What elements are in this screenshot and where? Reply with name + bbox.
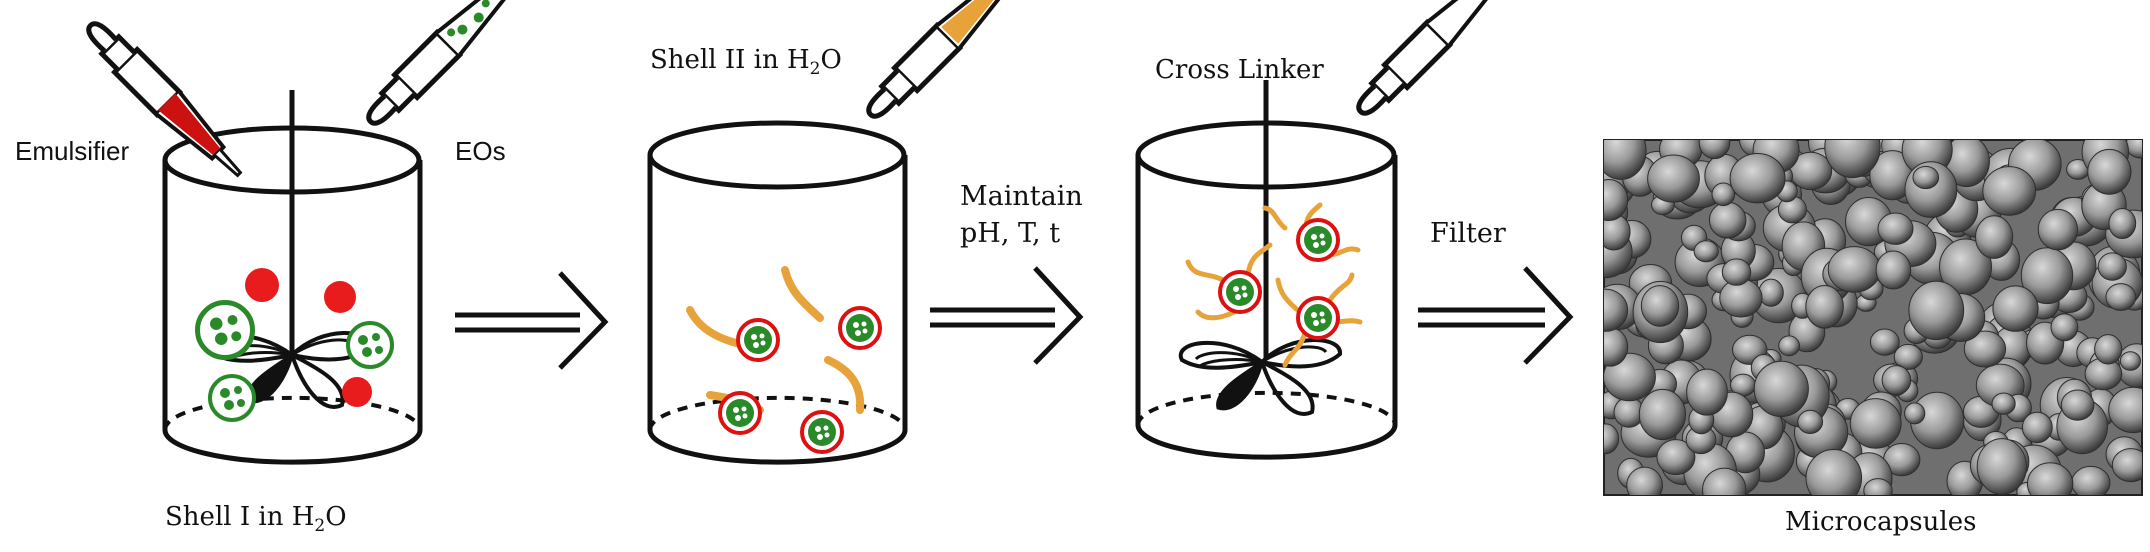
microcapsule [2097,252,2127,281]
beaker-shell-2 [647,120,908,465]
microcapsule [1604,423,1620,455]
microcapsule [2108,386,2142,434]
impeller-3 [1178,337,1343,416]
microcapsules-sem-image [1603,139,2143,496]
microcapsule [1647,154,1700,203]
microcapsule [2050,313,2079,342]
dropper-icon [1349,0,1520,123]
microcapsule [2108,208,2137,239]
microcapsule [1904,402,1926,425]
label-filter: Filter [1430,218,1506,249]
microcapsule [1604,140,1647,180]
microcapsule [1729,153,1786,204]
microcapsule [1604,327,1629,367]
dropper-icon [79,14,250,185]
label-shell-2: Shell II in H2O [650,45,842,79]
microcapsule [1708,201,1747,239]
microcapsule [1869,328,1900,356]
microcapsule [1656,439,1696,476]
microcapsule [1638,388,1687,441]
label-emulsifier: Emulsifier [15,136,129,166]
microcapsule [1875,250,1912,290]
microcapsule [1758,278,1784,307]
microcapsule [1686,368,1728,416]
microcapsule [2087,148,2132,195]
microcapsule [1702,467,1747,495]
microcapsule [1640,285,1680,327]
microcapsule [1849,398,1902,449]
dropper-icon [359,0,530,133]
microcapsule [2020,247,2074,305]
microcapsule [1693,240,1719,263]
microcapsule [1975,215,2014,259]
microcapsule [1721,258,1752,286]
microcapsule [1753,360,1809,417]
microcapsule [1982,166,2037,216]
dropper-icon [859,0,1030,126]
microcapsule [1991,392,2016,415]
microcapsule [1827,246,1881,293]
microcapsule [2094,334,2123,365]
microcapsule [1963,330,2007,368]
process-arrow-2 [930,266,1084,365]
microcapsule [2026,462,2074,495]
microcapsule [1604,179,1629,221]
label-shell-1: Shell I in H2O [165,502,347,536]
microcapsule [1893,343,1923,370]
microcapsule [1604,288,1629,332]
red-emulsifier-drops [245,268,372,407]
label-cross-linker: Cross Linker [1155,55,1324,85]
label-maintain: Maintain pH, T, t [960,181,1091,249]
microcapsule [2105,283,2137,311]
microcapsule [1698,140,1731,160]
microcapsule [1626,466,1663,495]
microcapsule [2119,351,2141,371]
microcapsule [1805,449,1863,495]
microcapsule [1863,478,1893,495]
microcapsule [1805,285,1844,329]
microcapsule [1778,335,1800,357]
microcapsule [1992,285,2039,332]
microcapsule [1824,140,1881,179]
microcapsule [2111,448,2142,483]
label-eos: EOs [455,136,506,166]
microcapsule [1912,165,1940,190]
microcapsule [1797,409,1824,434]
microcapsule [2021,411,2053,444]
process-arrow-3 [1418,266,1574,365]
microcapsule [1881,365,1912,396]
microcapsule [1976,438,2027,495]
crosslinked-capsules [1185,202,1363,368]
microcapsule [2037,208,2079,251]
process-arrow-1 [455,271,609,370]
microcapsule [1711,182,1736,207]
microcapsule [2060,389,2095,421]
label-microcapsules: Microcapsules [1785,507,1976,537]
microcapsule [1877,212,1914,245]
microcapsule [1908,280,1965,341]
microcapsule [2071,465,2111,495]
